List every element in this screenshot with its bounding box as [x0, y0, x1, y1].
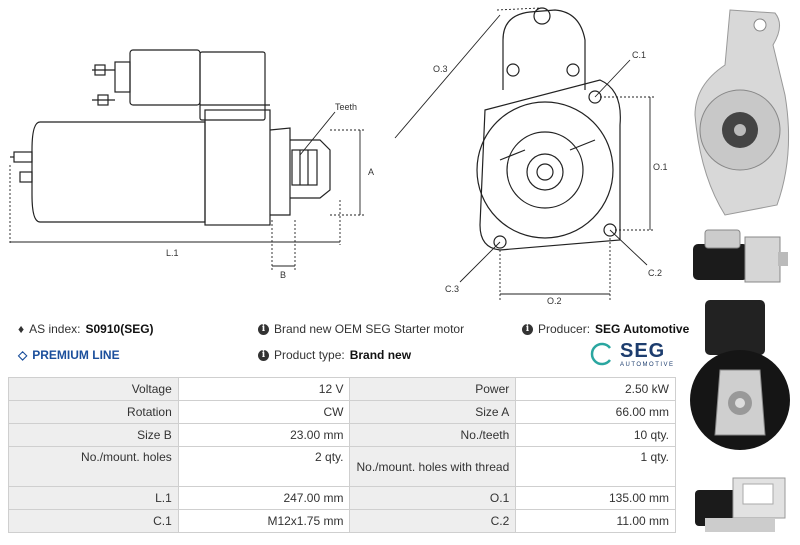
spec-value: 66.00 mm: [515, 400, 676, 424]
spec-label: No./teeth: [349, 423, 517, 447]
as-index-label: AS index:: [29, 322, 81, 336]
label-l1: L.1: [166, 248, 179, 258]
label-c3: C.3: [445, 284, 459, 294]
product-type-row: i Product type: Brand new: [258, 348, 411, 362]
info-icon: i: [258, 323, 269, 335]
seg-logo-subtext: AUTOMOTIVE: [620, 362, 675, 368]
spec-value: 135.00 mm: [515, 486, 676, 510]
label-a: A: [368, 167, 374, 177]
spec-label: Size B: [8, 423, 179, 447]
label-o3: O.3: [433, 64, 448, 74]
table-row: Rotation CW Size A 66.00 mm: [8, 400, 676, 424]
seg-logo: SEG AUTOMOTIVE: [590, 340, 680, 372]
table-row: L.1 247.00 mm O.1 135.00 mm: [8, 486, 676, 510]
spec-label: No./mount. holes with thread: [349, 446, 517, 487]
producer-value: SEG Automotive: [595, 322, 690, 336]
table-row: Size B 23.00 mm No./teeth 10 qty.: [8, 423, 676, 447]
spec-label: C.2: [349, 509, 517, 533]
producer-label: Producer:: [538, 322, 591, 336]
label-o2: O.2: [547, 296, 562, 305]
spec-value: 10 qty.: [515, 423, 676, 447]
spec-label: Rotation: [8, 400, 179, 424]
spec-value: M12x1.75 mm: [177, 509, 351, 533]
diamond-icon: ◇: [18, 348, 28, 362]
info-icon: i: [522, 323, 533, 335]
spec-value: 12 V: [177, 377, 351, 401]
spec-value: 23.00 mm: [177, 423, 351, 447]
seg-logo-text: SEG: [620, 340, 666, 362]
side-view-drawing: Teeth A L.1 B: [9, 49, 374, 280]
label-o1: O.1: [653, 162, 668, 172]
spec-value: 1 qty.: [515, 446, 676, 487]
description-row: i Brand new OEM SEG Starter motor: [258, 322, 464, 336]
spec-label: Size A: [349, 400, 517, 424]
spec-value: 2 qty.: [177, 446, 351, 487]
table-row: C.1 M12x1.75 mm C.2 11.00 mm: [8, 509, 676, 533]
product-photo-side: [693, 229, 788, 283]
product-photo-front: [694, 9, 790, 216]
front-view-drawing: O.3 C.1 O.1 C.2 C.3 O.2: [394, 7, 668, 305]
info-icon: i: [258, 349, 269, 361]
as-index-row: ♦ AS index: S0910(SEG): [18, 322, 154, 336]
product-photo-label: [695, 477, 786, 532]
producer-row: i Producer: SEG Automotive: [522, 322, 689, 336]
specs-table: Voltage 12 V Power 2.50 kW Rotation CW S…: [8, 377, 676, 533]
spec-label: O.1: [349, 486, 517, 510]
spec-label: C.1: [8, 509, 179, 533]
label-c2: C.2: [648, 268, 662, 278]
spec-value: CW: [177, 400, 351, 424]
spec-label: Power: [349, 377, 517, 401]
label-teeth: Teeth: [335, 102, 357, 112]
product-photo-rear: [690, 300, 790, 450]
label-c1: C.1: [632, 50, 646, 60]
spec-value: 11.00 mm: [515, 509, 676, 533]
premium-line-label: PREMIUM LINE: [32, 348, 120, 362]
table-row: Voltage 12 V Power 2.50 kW: [8, 377, 676, 401]
spec-value: 247.00 mm: [177, 486, 351, 510]
product-type-value: Brand new: [349, 348, 412, 362]
tag-icon: ♦: [18, 322, 25, 336]
spec-label: No./mount. holes: [8, 446, 179, 487]
spec-label: L.1: [8, 486, 179, 510]
table-row: No./mount. holes 2 qty. No./mount. holes…: [8, 446, 676, 487]
product-type-label: Product type:: [274, 348, 345, 362]
description-text: Brand new OEM SEG Starter motor: [274, 322, 465, 336]
as-index-value: S0910(SEG): [85, 322, 154, 336]
premium-line-badge: ◇ PREMIUM LINE: [18, 348, 120, 362]
spec-value: 2.50 kW: [515, 377, 676, 401]
seg-logo-mark: [590, 342, 611, 366]
spec-label: Voltage: [8, 377, 179, 401]
label-b: B: [280, 270, 286, 280]
